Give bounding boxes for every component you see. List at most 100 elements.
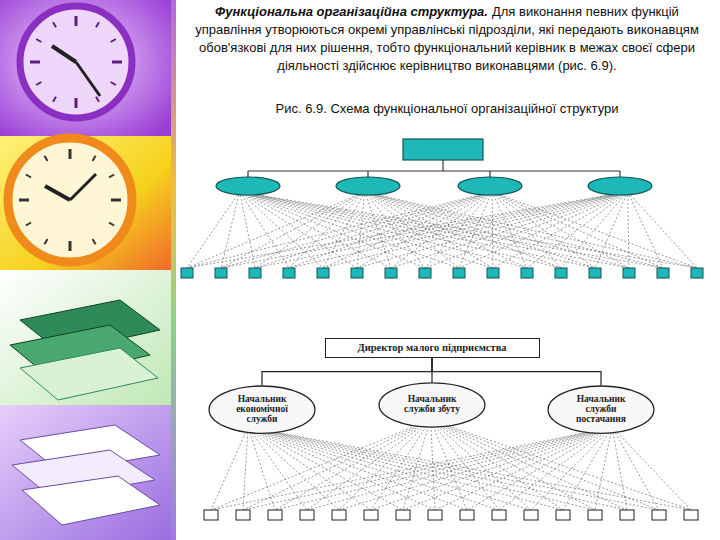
fan-line bbox=[253, 195, 561, 268]
fan-line bbox=[403, 433, 598, 510]
clock-hand bbox=[76, 62, 100, 96]
chief-ellipse: Начальник служби постачання bbox=[547, 385, 655, 434]
fan-line bbox=[444, 426, 627, 510]
executor-box bbox=[428, 510, 442, 520]
fan-line bbox=[377, 195, 663, 268]
clock-hand bbox=[45, 186, 70, 200]
fan-line bbox=[272, 433, 595, 510]
fan-line bbox=[259, 433, 403, 510]
executor-box bbox=[268, 510, 282, 520]
title: Функціональна організаційна структура. bbox=[215, 4, 488, 19]
connector bbox=[262, 358, 432, 385]
clock-tick bbox=[112, 61, 122, 64]
executor-box bbox=[589, 268, 601, 278]
fan-line bbox=[275, 426, 420, 510]
fan-line bbox=[270, 433, 563, 510]
fan-line bbox=[431, 426, 435, 510]
clock-tick bbox=[30, 61, 40, 64]
clock-hand bbox=[70, 174, 96, 200]
fan-line bbox=[323, 195, 615, 268]
fan-line bbox=[265, 433, 499, 510]
fan-line bbox=[449, 426, 692, 510]
clock-tick bbox=[111, 199, 121, 202]
fan-line bbox=[221, 195, 359, 268]
fan-line bbox=[261, 433, 435, 510]
fan-line bbox=[425, 195, 619, 268]
executor-box bbox=[300, 510, 314, 520]
fan-line bbox=[629, 195, 663, 268]
fan-line bbox=[374, 195, 595, 268]
tree-line bbox=[489, 171, 490, 177]
executor-box bbox=[204, 510, 218, 520]
fan-line bbox=[618, 433, 692, 510]
executor-box bbox=[215, 268, 227, 278]
clock-tick bbox=[26, 175, 31, 178]
tree-line bbox=[367, 171, 368, 177]
fan-line bbox=[531, 433, 607, 510]
fan-line bbox=[187, 195, 358, 268]
chief-ellipse: Начальник економічної служби bbox=[208, 385, 316, 434]
fan-line bbox=[259, 195, 698, 268]
clock-tick bbox=[109, 223, 114, 226]
executor-box bbox=[652, 510, 666, 520]
clock-tick bbox=[111, 39, 116, 42]
executor-box bbox=[332, 510, 346, 520]
fan-line bbox=[459, 195, 491, 268]
fan-line bbox=[255, 195, 360, 268]
fan-line bbox=[494, 195, 528, 268]
photo-panel bbox=[0, 0, 171, 136]
executor-box bbox=[623, 268, 635, 278]
fan-line bbox=[221, 195, 481, 268]
clock-tick bbox=[69, 149, 72, 159]
clock-tick bbox=[93, 156, 96, 161]
fan-line bbox=[628, 195, 629, 268]
executor-box bbox=[364, 510, 378, 520]
fan-line bbox=[499, 433, 604, 510]
executor-box bbox=[419, 268, 431, 278]
executor-box bbox=[556, 510, 570, 520]
executor-box bbox=[684, 510, 698, 520]
fan-line bbox=[467, 433, 602, 510]
tree-line bbox=[248, 170, 620, 171]
fan-line bbox=[372, 195, 528, 268]
unit-ellipse bbox=[216, 177, 280, 195]
fan-line bbox=[274, 433, 627, 510]
fan-line bbox=[369, 195, 459, 268]
fan-line bbox=[252, 195, 528, 268]
node-label: Начальник служби збуту bbox=[400, 395, 464, 415]
fan-line bbox=[257, 195, 663, 268]
clock-tick bbox=[69, 241, 72, 251]
fan-line bbox=[403, 426, 429, 510]
fan-line bbox=[242, 195, 289, 268]
fan-line bbox=[391, 195, 618, 268]
fan-line bbox=[250, 433, 275, 510]
fan-line bbox=[371, 426, 427, 510]
head-box bbox=[403, 139, 483, 160]
executor-box bbox=[492, 510, 506, 520]
clock-tick bbox=[96, 22, 99, 27]
fan-line bbox=[357, 195, 487, 268]
fan-line bbox=[595, 195, 626, 268]
executor-box bbox=[385, 268, 397, 278]
executor-box bbox=[657, 268, 669, 278]
unit-ellipse bbox=[588, 177, 652, 195]
executor-box bbox=[317, 268, 329, 278]
executor-box bbox=[249, 268, 261, 278]
clock-tick bbox=[53, 97, 56, 102]
fan-line bbox=[370, 195, 493, 268]
fan-line bbox=[323, 195, 363, 268]
clock-tick bbox=[45, 239, 48, 244]
fan-line bbox=[595, 433, 611, 510]
node-text-group: Начальник служби постачання bbox=[569, 395, 633, 425]
fan-line bbox=[245, 195, 358, 268]
clock-hand bbox=[52, 46, 76, 62]
fan-line bbox=[493, 195, 622, 268]
executor-box bbox=[453, 268, 465, 278]
unit-ellipse bbox=[336, 177, 400, 195]
tree-line bbox=[247, 171, 248, 177]
fan-line bbox=[339, 433, 593, 510]
fan-line bbox=[289, 195, 362, 268]
executor-box bbox=[620, 510, 634, 520]
node-text-group: Директор малого підприємства bbox=[357, 342, 506, 353]
